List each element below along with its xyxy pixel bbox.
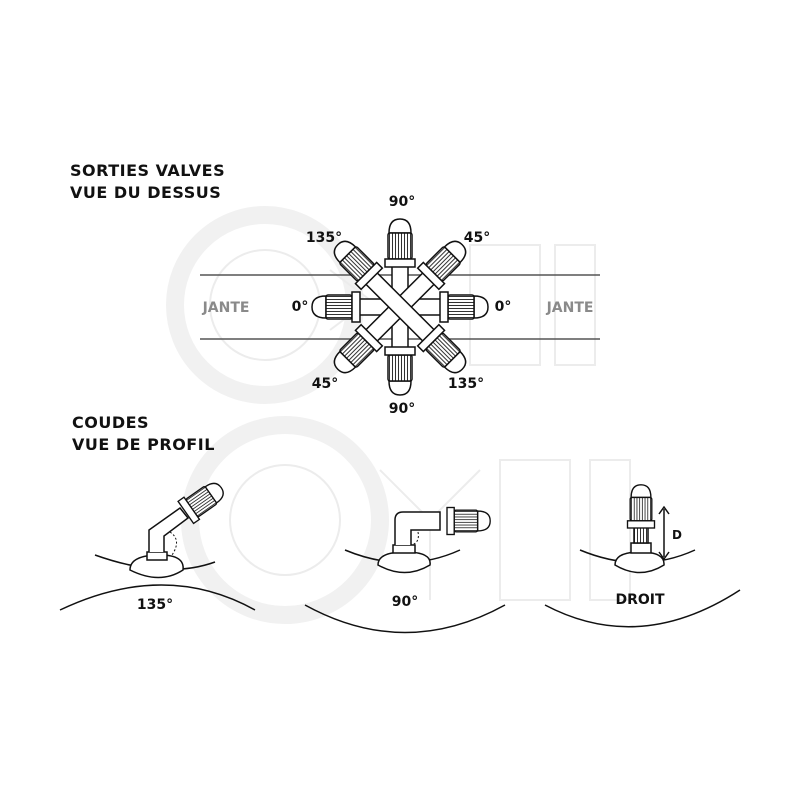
rim-label-left: JANTE bbox=[202, 300, 250, 316]
dimension-label-d: D bbox=[672, 528, 682, 542]
title-line-2: VUE DU DESSUS bbox=[70, 183, 222, 202]
angle-label-top: 90° bbox=[388, 194, 416, 210]
angle-label-bottom-left: 45° bbox=[311, 376, 339, 392]
title-line-1: COUDES bbox=[72, 413, 150, 432]
section-title-bottom: COUDES VUE DE PROFIL bbox=[72, 412, 215, 456]
valve-star bbox=[311, 218, 489, 396]
title-line-2: VUE DE PROFIL bbox=[72, 435, 215, 454]
valve-135-drawing bbox=[129, 475, 230, 579]
dimension-arrow bbox=[658, 505, 670, 561]
angle-label-top-left: 135° bbox=[305, 230, 343, 246]
angle-label-right: 0° bbox=[494, 299, 512, 315]
angle-label-bottom: 90° bbox=[388, 401, 416, 417]
angle-label-bottom-right: 135° bbox=[447, 376, 485, 392]
valve-label-90: 90° bbox=[391, 594, 419, 610]
valve-droit-drawing bbox=[614, 484, 670, 574]
section-title-top: SORTIES VALVES VUE DU DESSUS bbox=[70, 160, 225, 204]
angle-label-left: 0° bbox=[291, 299, 309, 315]
rim-label-right: JANTE bbox=[546, 300, 594, 316]
title-line-1: SORTIES VALVES bbox=[70, 161, 226, 180]
valve-label-droit: DROIT bbox=[615, 592, 665, 608]
valve-90-drawing bbox=[377, 506, 491, 574]
angle-label-top-right: 45° bbox=[463, 230, 491, 246]
valve-label-135: 135° bbox=[136, 597, 174, 613]
